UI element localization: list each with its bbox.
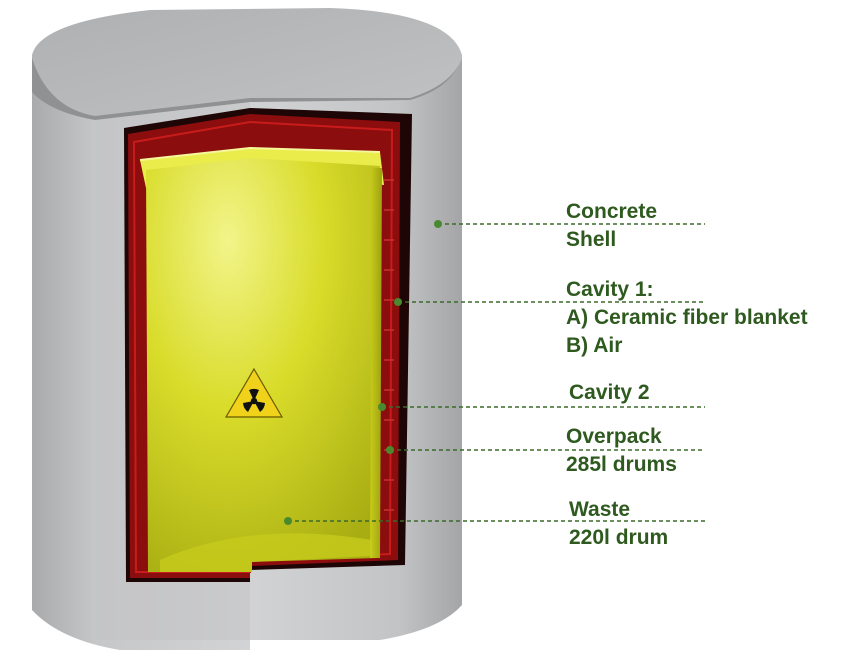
label-cavity1-line1: Cavity 1: bbox=[566, 278, 654, 301]
label-concrete-line1: Concrete bbox=[566, 200, 658, 223]
waste-drum-body bbox=[146, 158, 380, 572]
label-cavity1-line2: A) Ceramic fiber blanket bbox=[566, 306, 808, 329]
waste-drum-floor bbox=[160, 533, 372, 572]
dot-cavity1 bbox=[394, 298, 402, 306]
overpack-corrugations bbox=[384, 179, 394, 511]
label-cavity2: Cavity 2 bbox=[569, 379, 650, 407]
waste-drum-top-edge bbox=[139, 146, 381, 161]
radiation-trefoil-icon bbox=[224, 367, 284, 418]
dot-cavity2 bbox=[378, 403, 386, 411]
leader-dots bbox=[284, 220, 442, 525]
label-overpack: Overpack 285l drums bbox=[566, 423, 677, 479]
label-cavity2-line1: Cavity 2 bbox=[569, 381, 650, 404]
waste-drum-right-rim bbox=[370, 168, 382, 558]
waste-drum bbox=[139, 146, 384, 572]
concrete-top-lid bbox=[32, 8, 462, 118]
label-cavity1-line3: B) Air bbox=[566, 334, 623, 357]
label-waste: Waste 220l drum bbox=[569, 496, 668, 552]
leader-lines bbox=[288, 223, 705, 522]
label-overpack-line1: Overpack bbox=[566, 425, 662, 448]
label-cavity1: Cavity 1: A) Ceramic fiber blanket B) Ai… bbox=[566, 276, 808, 360]
label-waste-line1: Waste bbox=[569, 498, 631, 521]
dot-waste bbox=[284, 517, 292, 525]
label-waste-line2: 220l drum bbox=[569, 526, 669, 549]
label-concrete-shell: Concrete Shell bbox=[566, 198, 657, 254]
dot-overpack bbox=[386, 446, 394, 454]
dot-concrete bbox=[434, 220, 442, 228]
label-concrete-line2: Shell bbox=[566, 228, 617, 251]
label-overpack-line2: 285l drums bbox=[566, 453, 677, 476]
concrete-top-rim bbox=[32, 58, 462, 120]
